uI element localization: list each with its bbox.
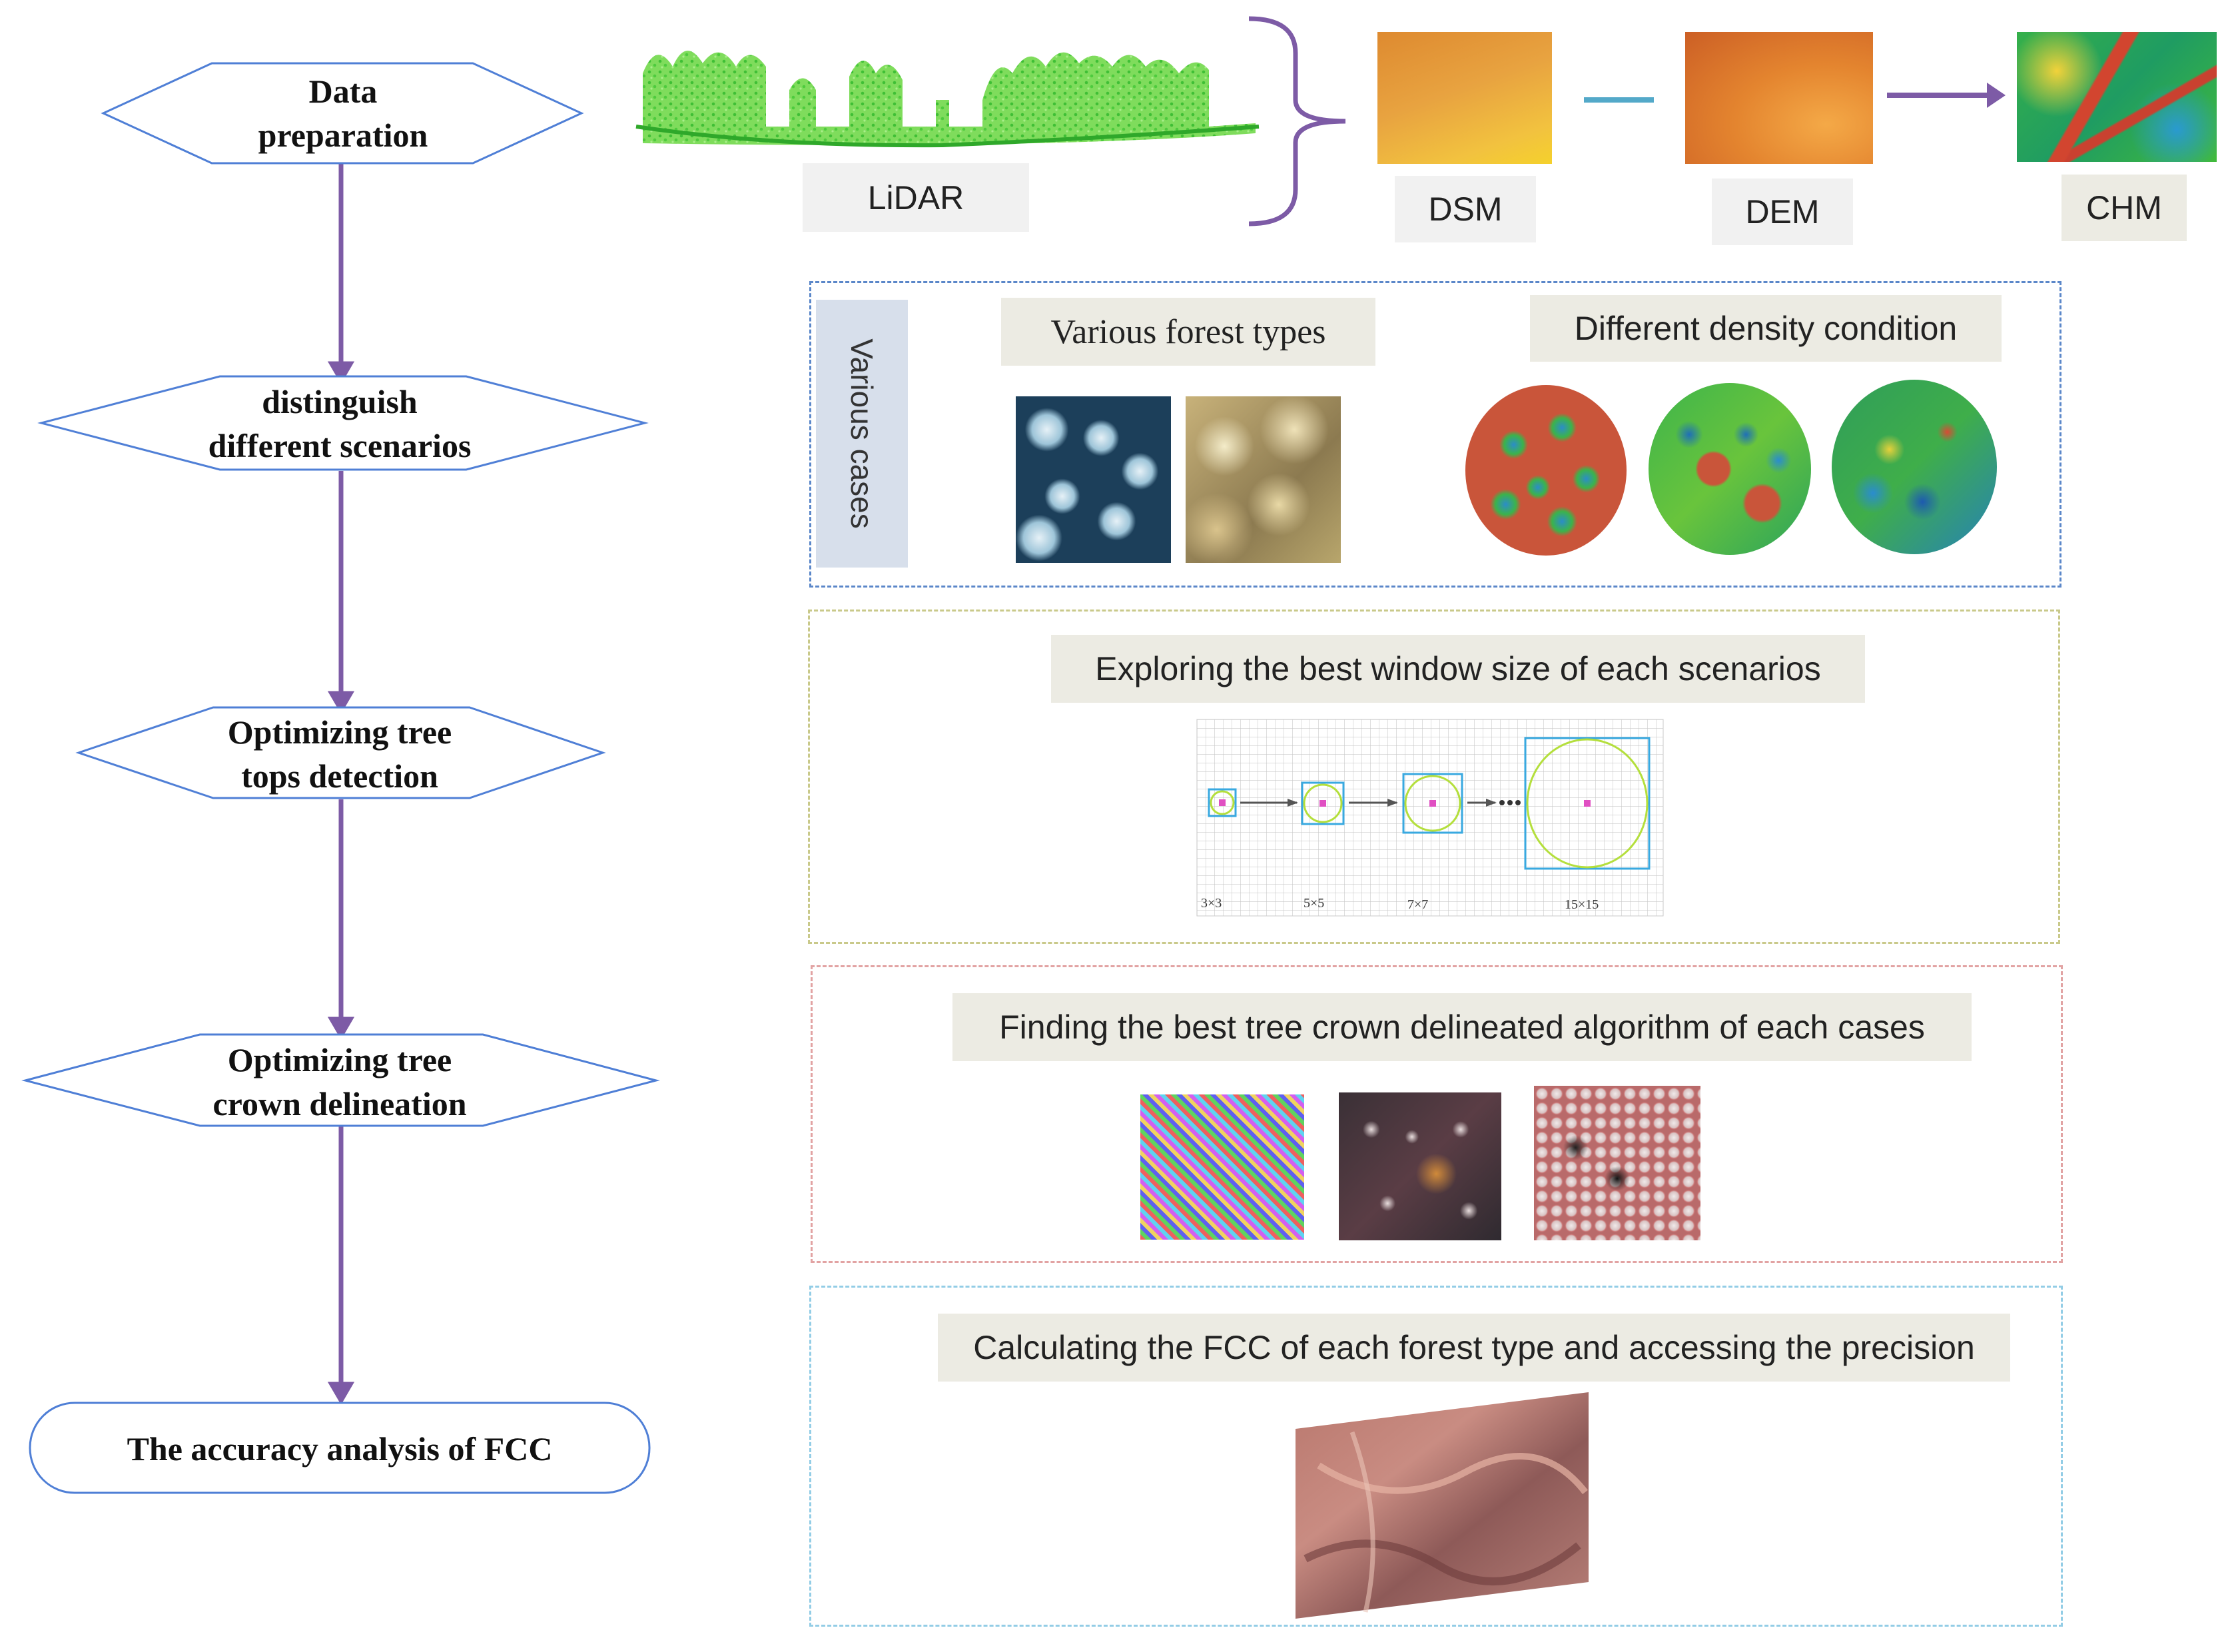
chm-label: CHM — [2061, 175, 2187, 241]
flow-step-distinguish-scenarios — [37, 375, 649, 471]
circle-7x7 — [1404, 775, 1461, 832]
tree-tops-box — [808, 610, 2060, 944]
flow-step-accuracy-analysis — [29, 1402, 651, 1494]
flow-step4-line1: Optimizing tree — [227, 1041, 452, 1078]
flow-connectors — [327, 163, 355, 1405]
flow-step-crown-delineation — [21, 1033, 660, 1127]
density-sparse-image — [1465, 385, 1627, 556]
flow-step3-line2: tops detection — [241, 757, 438, 795]
center-7x7 — [1429, 800, 1436, 807]
density-medium-image — [1649, 383, 1811, 555]
window-3x3 — [1208, 788, 1237, 817]
crown-algorithm-title: Finding the best tree crown delineated a… — [952, 993, 1972, 1061]
dsm-dem-connector — [1584, 97, 1654, 103]
window-size-title: Exploring the best window size of each s… — [1051, 635, 1865, 703]
scenarios-box — [809, 281, 2061, 588]
window-size-diagram: 3×3 5×5 7×7 15×15 — [1196, 719, 1664, 917]
flow-step5-label: The accuracy analysis of FCC — [127, 1430, 553, 1467]
fcc-title: Calculating the FCC of each forest type … — [938, 1314, 2010, 1382]
flow-step4-line2: crown delineation — [212, 1085, 467, 1122]
fcc-box — [809, 1286, 2063, 1627]
ellipsis-dot-1 — [1499, 800, 1505, 805]
flow-step-tops-detection — [75, 706, 606, 799]
window-7x7 — [1402, 773, 1463, 834]
density-dense-image — [1832, 380, 1997, 554]
forest-types-label: Various forest types — [1001, 298, 1375, 366]
circle-5x5 — [1303, 783, 1343, 823]
lidar-point-cloud — [635, 51, 1260, 148]
crown-delineation-box — [811, 965, 2063, 1263]
pixel-grid — [1196, 719, 1664, 917]
center-15x15 — [1584, 800, 1591, 807]
flow-step3-line1: Optimizing tree — [227, 713, 452, 751]
dem-image — [1685, 32, 1873, 164]
dem-chm-arrow — [1887, 83, 2006, 108]
crown-segmentation-image-3 — [1534, 1086, 1700, 1240]
various-cases-text: Various cases — [845, 338, 880, 529]
crown-segmentation-image-2 — [1339, 1092, 1501, 1240]
flow-step2-label: distinguish different scenarios — [153, 380, 526, 468]
size-label-3x3: 3×3 — [1201, 896, 1222, 911]
curly-brace-icon — [1248, 16, 1346, 226]
dem-label: DEM — [1712, 179, 1853, 245]
flow-step1-label: Data preparation — [186, 69, 500, 157]
flow-step1-line1: Data — [308, 73, 378, 110]
center-3x3 — [1219, 799, 1226, 806]
window-15x15 — [1524, 737, 1651, 870]
center-5x5 — [1319, 800, 1326, 807]
lidar-label: LiDAR — [803, 163, 1029, 232]
flow-step1-line2: preparation — [258, 117, 428, 154]
window-5x5 — [1301, 781, 1345, 825]
size-label-7x7: 7×7 — [1407, 897, 1428, 912]
flow-step3-label: Optimizing tree tops detection — [153, 710, 526, 798]
chm-image — [2017, 32, 2217, 162]
conifer-forest-image — [1016, 396, 1171, 563]
flowchart-shapes — [21, 62, 660, 1494]
flow-step2-line1: distinguish — [262, 383, 418, 420]
circle-15x15 — [1526, 738, 1649, 869]
size-label-15x15: 15×15 — [1565, 897, 1599, 912]
flow-step2-line2: different scenarios — [208, 427, 472, 464]
flow-step-data-preparation — [101, 62, 584, 165]
broadleaf-forest-image — [1186, 396, 1341, 563]
size-label-5x5: 5×5 — [1304, 896, 1324, 911]
dsm-label: DSM — [1395, 176, 1536, 242]
dsm-image — [1377, 32, 1552, 164]
density-label: Different density condition — [1530, 295, 2002, 362]
fcc-orthophoto — [1296, 1392, 1589, 1619]
circle-3x3 — [1210, 790, 1235, 815]
flow-step4-label: Optimizing tree crown delineation — [153, 1038, 526, 1126]
ellipsis-dot-2 — [1507, 800, 1513, 805]
ellipsis-dot-3 — [1515, 800, 1521, 805]
crown-segmentation-image-1 — [1140, 1094, 1304, 1240]
various-cases-label: Various cases — [816, 300, 908, 568]
